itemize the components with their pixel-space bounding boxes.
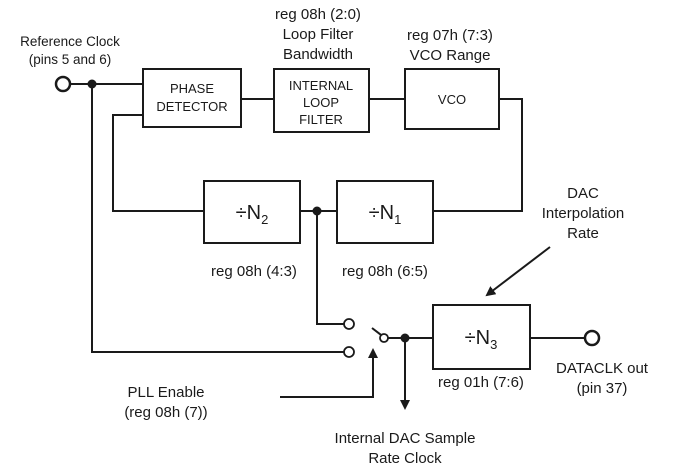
n2-divider-label: ÷N2	[236, 202, 269, 227]
reference-clock-terminal	[54, 75, 72, 93]
reference-clock-label: Reference Clock	[20, 34, 120, 49]
pll-enable-register: (reg 08h (7))	[124, 404, 207, 421]
dataclk-pin-label: (pin 37)	[577, 380, 628, 397]
output-junction	[400, 333, 410, 343]
switch-contact-pll	[343, 318, 355, 330]
loop-filter-label-2: LOOP	[303, 95, 339, 110]
n1-divider-label: ÷N1	[369, 202, 402, 227]
feedback-junction	[312, 206, 322, 216]
n1-register: reg 08h (6:5)	[342, 263, 428, 280]
dac-interpolation-label-3: Rate	[567, 225, 599, 242]
loop-filter-label-1: INTERNAL	[289, 78, 353, 93]
dac-interpolation-label-1: DAC	[567, 185, 599, 202]
n3-register: reg 01h (7:6)	[438, 374, 524, 391]
internal-clock-label-2: Rate Clock	[368, 450, 442, 467]
pll-enable-label: PLL Enable	[127, 384, 204, 401]
dataclk-out-label: DATACLK out	[556, 360, 649, 377]
phase-detector-label-1: PHASE	[170, 81, 214, 96]
n3-divider-block: ÷N3	[432, 304, 531, 370]
dac-interpolation-label-2: Interpolation	[542, 205, 625, 222]
vco-block: VCO	[404, 68, 500, 130]
n2-divider-block: ÷N2	[203, 180, 301, 244]
internal-clock-label-1: Internal DAC Sample	[335, 430, 476, 447]
loop-filter-name-1: Loop Filter	[283, 26, 354, 43]
loop-filter-label-3: FILTER	[299, 112, 343, 127]
n3-divider-label: ÷N3	[465, 327, 498, 352]
switch-contact-bypass	[343, 346, 355, 358]
phase-detector-block: PHASE DETECTOR	[142, 68, 242, 128]
ref-clock-junction	[87, 79, 97, 89]
n1-divider-block: ÷N1	[336, 180, 434, 244]
loop-filter-register: reg 08h (2:0)	[275, 6, 361, 23]
vco-range-label: VCO Range	[410, 47, 491, 64]
phase-detector-label-2: DETECTOR	[156, 99, 227, 114]
reference-clock-pins-label: (pins 5 and 6)	[29, 52, 112, 67]
n2-register: reg 08h (4:3)	[211, 263, 297, 280]
loop-filter-block: INTERNAL LOOP FILTER	[273, 68, 370, 133]
signal-wires	[69, 83, 586, 410]
switch-pole	[379, 333, 389, 343]
vco-register: reg 07h (7:3)	[407, 27, 493, 44]
vco-label: VCO	[438, 92, 466, 107]
loop-filter-name-2: Bandwidth	[283, 46, 353, 63]
dataclk-out-terminal	[583, 329, 601, 347]
